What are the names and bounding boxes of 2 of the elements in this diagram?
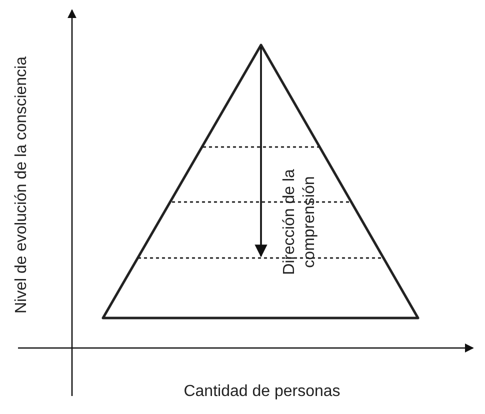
axis-title: Nivel de evolución de la consciencia: [13, 56, 31, 314]
axis-title: Cantidad de personas: [184, 383, 340, 401]
